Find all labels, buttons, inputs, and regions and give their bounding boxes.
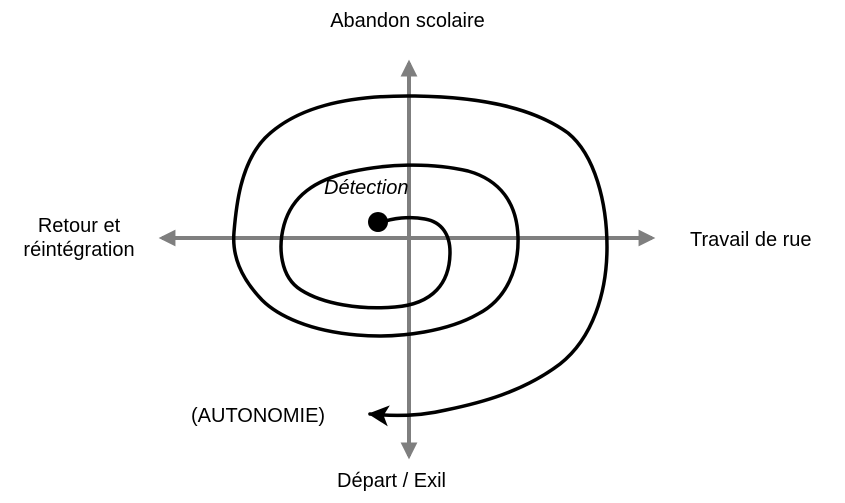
start-label: Détection xyxy=(324,177,409,199)
start-point xyxy=(368,212,388,232)
end-label: (AUTONOMIE) xyxy=(191,405,326,427)
axis-label-top: Abandon scolaire xyxy=(330,10,485,32)
axis-label-bottom: Départ / Exil xyxy=(337,470,446,492)
spiral-path xyxy=(231,94,609,427)
axis-label-left: Retour et réintégration xyxy=(23,215,135,261)
axis-label-right: Travail de rue xyxy=(690,229,812,251)
